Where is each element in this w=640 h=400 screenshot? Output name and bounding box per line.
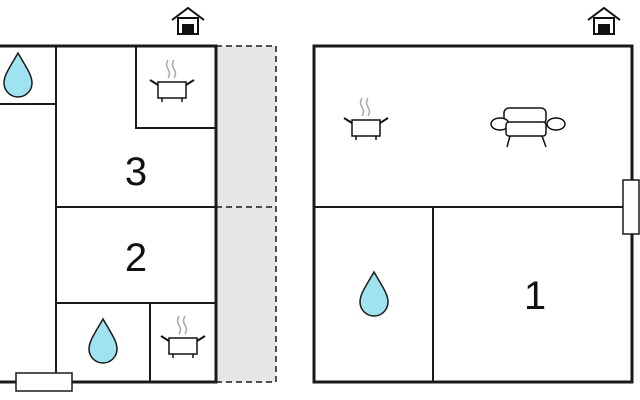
door-icon bbox=[15, 372, 73, 392]
cooking-pot-icon bbox=[160, 315, 206, 359]
house-entrance-icon bbox=[171, 7, 205, 35]
water-drop-icon bbox=[3, 52, 33, 98]
cooking-pot-icon bbox=[149, 59, 195, 103]
terrace-area bbox=[216, 46, 276, 382]
door-icon bbox=[622, 179, 640, 235]
room-3-label: 3 bbox=[125, 150, 147, 194]
room-1-label: 1 bbox=[524, 274, 546, 318]
left-unit-outer-wall bbox=[0, 44, 218, 384]
water-drop-icon bbox=[88, 318, 118, 364]
terrace-dashed-outline bbox=[216, 45, 277, 383]
room-2-label: 2 bbox=[125, 236, 147, 280]
cooking-pot-icon bbox=[343, 97, 389, 141]
left-unit: 3 2 bbox=[0, 7, 277, 392]
house-entrance-icon bbox=[587, 7, 621, 35]
right-unit-outer-wall bbox=[312, 44, 634, 384]
sofa-icon bbox=[490, 107, 566, 148]
water-drop-icon bbox=[359, 271, 389, 317]
right-unit: 1 bbox=[312, 7, 640, 384]
wall-kitchenette-top bbox=[135, 46, 216, 129]
